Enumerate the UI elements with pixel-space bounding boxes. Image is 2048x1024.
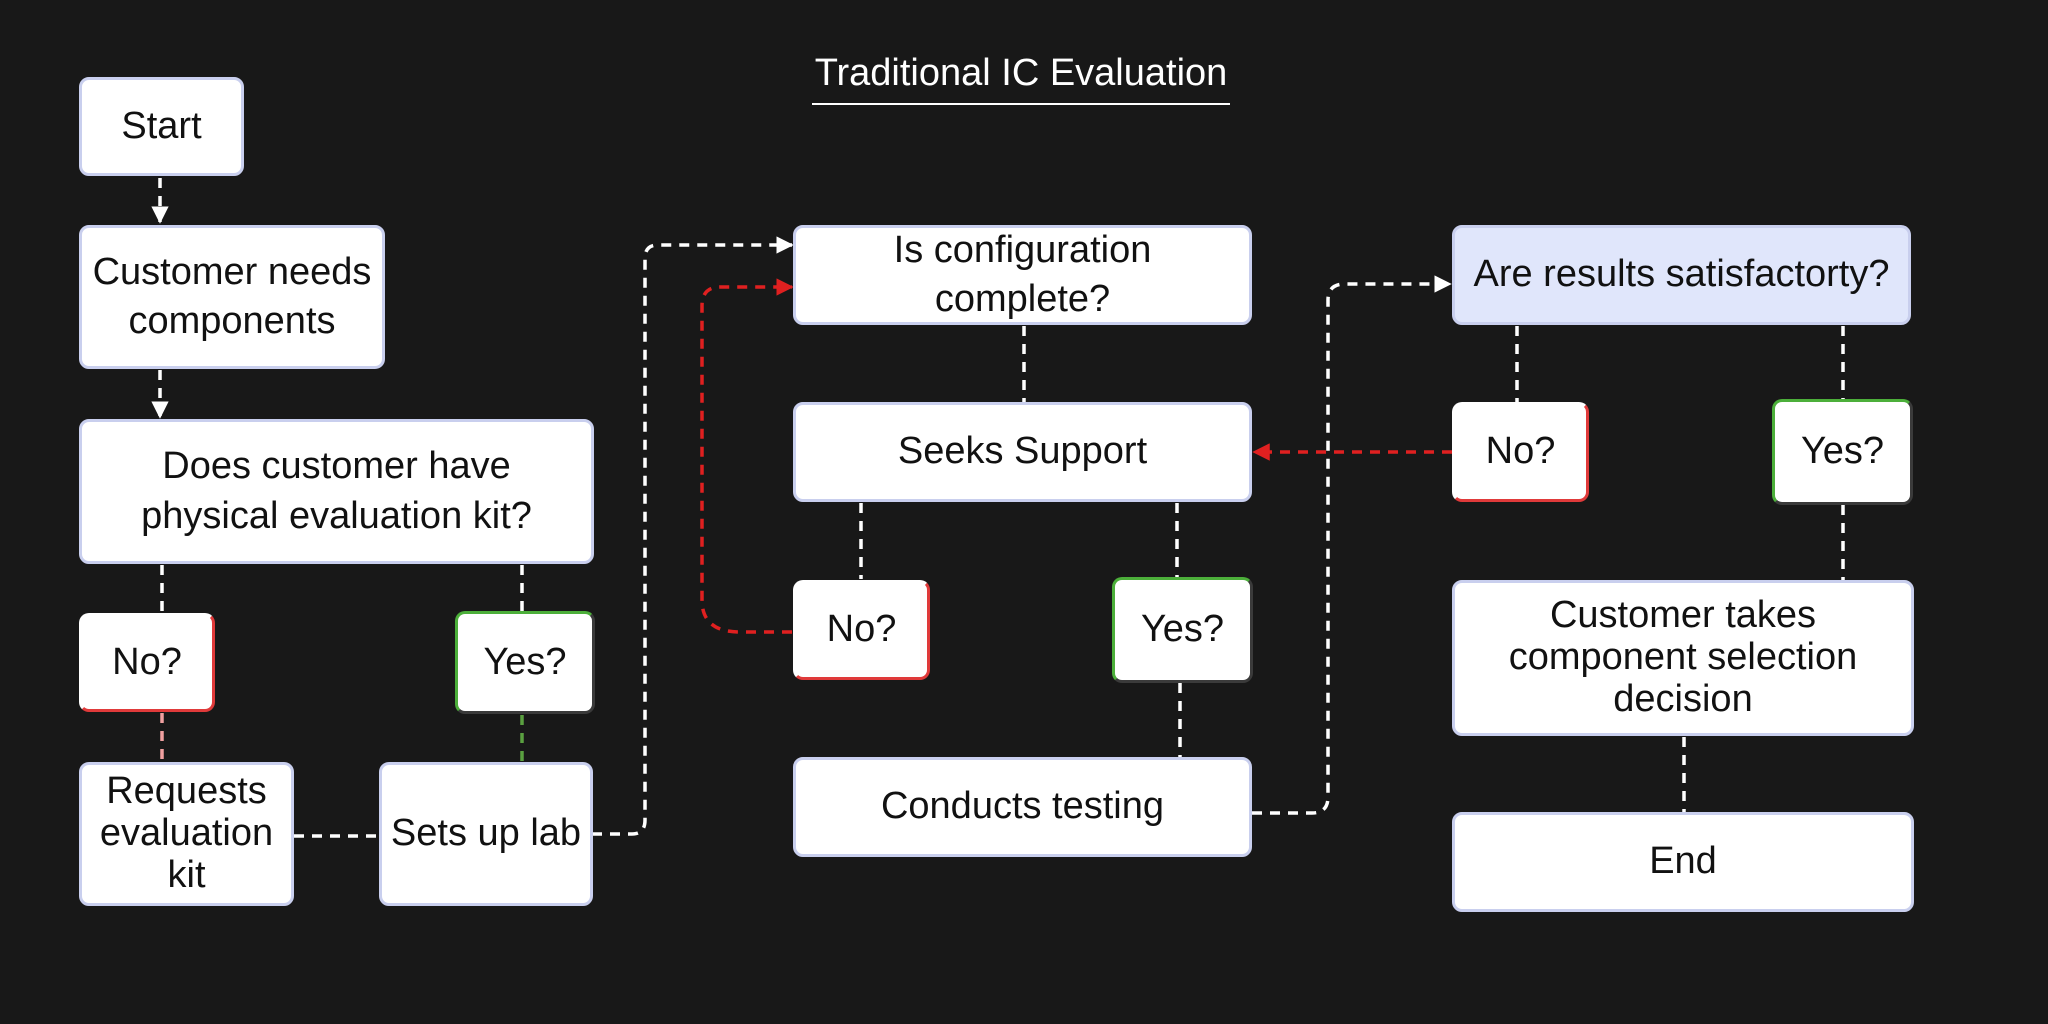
node-support-no: No? (793, 580, 930, 680)
node-seeks-support: Seeks Support (793, 402, 1252, 502)
node-takes-decision: Customer takes component selection decis… (1452, 580, 1914, 736)
node-requests-kit: Requests evaluation kit (79, 762, 294, 906)
node-kit-no: No? (79, 613, 215, 712)
node-results-satisfactory: Are results satisfactorty? (1452, 225, 1911, 325)
diagram-title: Traditional IC Evaluation (812, 52, 1230, 105)
node-customer-needs: Customer needs components (79, 225, 385, 369)
node-config-complete: Is configuration complete? (793, 225, 1252, 325)
node-results-no: No? (1452, 402, 1589, 502)
node-sets-up-lab: Sets up lab (379, 762, 593, 906)
edge-testing-to-results (1252, 275, 1452, 815)
node-conducts-testing: Conducts testing (793, 757, 1252, 857)
node-results-yes: Yes? (1772, 399, 1913, 505)
edge-support-no-loop (700, 278, 794, 634)
node-end: End (1452, 812, 1914, 912)
node-kit-yes: Yes? (455, 611, 595, 714)
node-start: Start (79, 77, 244, 176)
edge-lab-to-config (592, 236, 794, 836)
node-has-kit: Does customer have physical evaluation k… (79, 419, 594, 564)
node-support-yes: Yes? (1112, 577, 1253, 683)
